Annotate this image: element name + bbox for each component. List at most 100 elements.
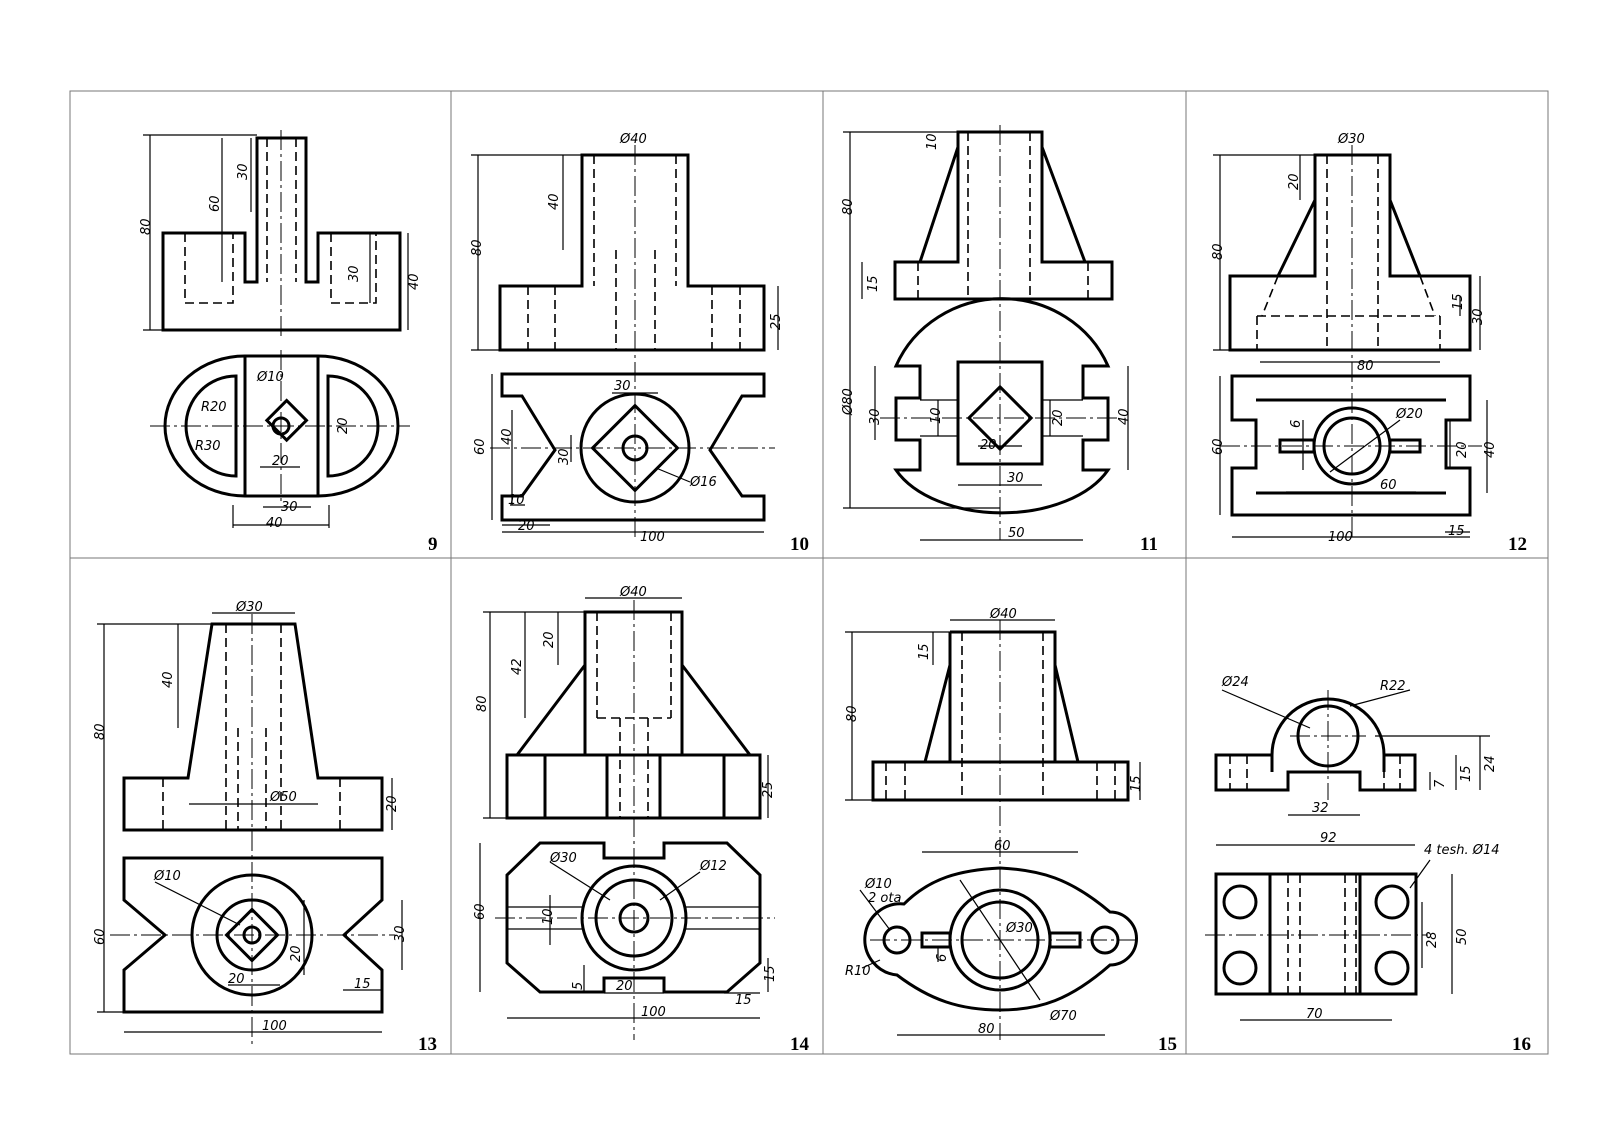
panel-number: 12 — [1508, 534, 1527, 555]
dim-label: Ø10 — [864, 877, 892, 892]
dim-label: Ø70 — [1049, 1009, 1077, 1024]
dim-label: 4 tesh. Ø14 — [1424, 843, 1500, 858]
dim-label: 28 — [1425, 931, 1440, 948]
panel-12: Ø30 20 80 15 30 80 6 Ø20 20 40 60 60 100… — [1211, 132, 1527, 555]
dim-label: 100 — [1328, 530, 1353, 545]
dim-label: 20 — [1287, 173, 1302, 190]
dim-label: 15 — [1459, 765, 1474, 782]
dim-label: 15 — [1448, 524, 1465, 539]
dim-label: 15 — [1129, 775, 1144, 792]
dim-label: Ø40 — [989, 607, 1017, 622]
dim-label: 40 — [161, 671, 176, 688]
panel-number: 10 — [790, 534, 809, 555]
dim-label: 10 — [541, 908, 556, 925]
dim-label: Ø50 — [269, 790, 297, 805]
dim-label: 15 — [1451, 293, 1466, 310]
panel-16: Ø24 R22 24 15 7 32 92 4 tesh. Ø14 28 50 … — [1205, 675, 1531, 1055]
dim-label: Ø24 — [1221, 675, 1249, 690]
dim-label: 80 — [1211, 243, 1226, 260]
panel-number: 15 — [1158, 1034, 1177, 1055]
dim-label: 42 — [510, 658, 525, 675]
dim-label: Ø30 — [235, 600, 263, 615]
dim-label: 100 — [262, 1019, 287, 1034]
dim-label: 10 — [508, 493, 525, 508]
dim-label: 60 — [1211, 438, 1226, 455]
dim-label: 60 — [208, 195, 223, 212]
dim-label: 30 — [614, 379, 631, 394]
dim-label: R20 — [201, 400, 227, 415]
dim-label: 80 — [139, 218, 154, 235]
panel-number: 11 — [1140, 534, 1158, 555]
dim-label: 60 — [473, 438, 488, 455]
dim-label: Ø30 — [549, 851, 577, 866]
dim-label: 20 — [289, 945, 304, 962]
dim-label: 10 — [929, 407, 944, 424]
dim-label: 60 — [473, 903, 488, 920]
dim-label: 15 — [763, 965, 778, 982]
dim-label: 5 — [571, 982, 586, 990]
dim-label: 20 — [1455, 441, 1470, 458]
panel-number: 16 — [1512, 1034, 1531, 1055]
dim-label: 30 — [347, 265, 362, 282]
dim-label: 30 — [281, 500, 298, 515]
dim-label: R10 — [845, 964, 871, 979]
dim-label: 50 — [1455, 928, 1470, 945]
dim-label: 15 — [735, 993, 752, 1008]
dim-label: 7 — [1433, 779, 1448, 788]
dim-label: 30 — [557, 448, 572, 465]
dim-label: 30 — [393, 925, 408, 942]
dim-label: Ø20 — [1395, 407, 1423, 422]
panel-number: 9 — [428, 534, 438, 555]
dim-label: Ø30 — [1337, 132, 1365, 147]
dim-label: 60 — [994, 839, 1011, 854]
dim-label: 40 — [1117, 408, 1132, 425]
dim-label: 20 — [518, 519, 535, 534]
panel-grid — [69, 90, 1549, 1055]
dim-label: 20 — [542, 631, 557, 648]
dim-label: 80 — [470, 239, 485, 256]
dim-label: 40 — [547, 193, 562, 210]
dim-label: 80 — [978, 1022, 995, 1037]
dim-label: 24 — [1483, 755, 1498, 772]
dim-label: 30 — [1471, 308, 1486, 325]
panel-number: 13 — [418, 1034, 437, 1055]
dim-label: 40 — [1483, 441, 1498, 458]
dim-label: Ø12 — [699, 859, 727, 874]
dim-label: 80 — [845, 705, 860, 722]
dim-label: 40 — [500, 428, 515, 445]
dim-label: Ø10 — [256, 370, 284, 385]
dim-label: 25 — [769, 313, 784, 330]
dim-label: 40 — [266, 516, 283, 531]
panel-10: Ø40 40 80 25 30 60 40 30 Ø16 10 20 100 1… — [470, 132, 809, 555]
dim-label: 100 — [641, 1005, 666, 1020]
dim-label: 10 — [925, 133, 940, 150]
dim-label: 80 — [93, 723, 108, 740]
dim-label: 15 — [866, 275, 881, 292]
dim-label: 80 — [475, 695, 490, 712]
dim-label: 60 — [1380, 478, 1397, 493]
dim-label: 15 — [354, 977, 371, 992]
dim-label: 70 — [1306, 1007, 1323, 1022]
dim-label: 30 — [1007, 471, 1024, 486]
panel-9: 80 60 30 30 40 R20 R30 Ø10 20 20 30 40 9 — [139, 130, 438, 555]
dim-label: 80 — [1357, 359, 1374, 374]
dim-label: 20 — [272, 454, 289, 469]
dim-label: Ø40 — [619, 585, 647, 600]
dim-label: 6 — [1289, 420, 1304, 428]
dim-label: R30 — [195, 439, 221, 454]
dim-label: Ø80 — [841, 388, 856, 416]
panel-11: 10 80 15 Ø80 30 10 20 40 20 30 50 11 — [841, 125, 1158, 555]
dim-label: 6 — [935, 954, 950, 962]
panel-15: Ø40 15 80 15 60 Ø10 2 ota Ø30 R10 6 Ø70 … — [845, 607, 1177, 1055]
dim-label: 40 — [407, 273, 422, 290]
dim-label: R22 — [1380, 679, 1406, 694]
dim-label: 80 — [841, 198, 856, 215]
dim-label: 20 — [980, 438, 997, 453]
dim-label: Ø10 — [153, 869, 181, 884]
dim-label: 32 — [1312, 801, 1329, 816]
dim-label: 30 — [868, 408, 883, 425]
dim-label: 30 — [236, 163, 251, 180]
dim-label: 50 — [1008, 526, 1025, 541]
